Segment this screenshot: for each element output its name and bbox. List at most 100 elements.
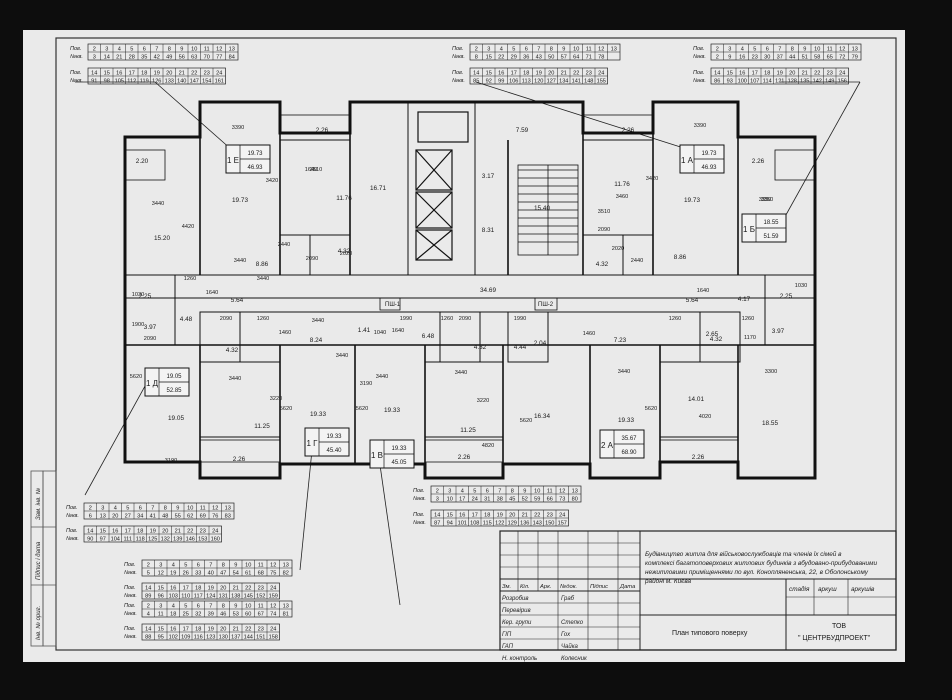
- table-floor-label: Пов.: [124, 626, 135, 632]
- apt-cell: 135: [800, 78, 809, 84]
- apt-cell: 88: [145, 634, 151, 640]
- drawing-frame: [55, 37, 897, 651]
- room-area-label: 1.41: [358, 327, 371, 334]
- room-area-label: 19.05: [168, 415, 184, 422]
- floor-cell: 18: [523, 70, 529, 76]
- floor-cell: 2: [475, 46, 478, 52]
- apt-cell: 98: [104, 78, 110, 84]
- apt-cell: 29: [511, 54, 517, 60]
- dimension-label: 4820: [482, 443, 494, 449]
- apt-cell: 22: [498, 54, 504, 60]
- room-area-label: 11.25: [254, 423, 270, 430]
- floor-cell: 3: [101, 505, 104, 511]
- apartment-living-area: 19.73: [701, 151, 717, 157]
- floor-cell: 19: [208, 626, 214, 632]
- apt-cell: 101: [458, 520, 467, 526]
- apt-cell: 53: [233, 611, 239, 617]
- apt-cell: 78: [598, 54, 604, 60]
- floor-cell: 2: [436, 488, 439, 494]
- apt-cell: 111: [123, 536, 132, 542]
- dimension-label: 2090: [598, 227, 610, 233]
- stamp-name: Степко: [561, 620, 584, 626]
- stamp-col-header: Підпис: [590, 584, 608, 590]
- room-area-label: 11.76: [336, 195, 352, 202]
- room-area-label: 2.25: [780, 293, 793, 300]
- apt-cell: 56: [179, 54, 185, 60]
- floor-cell: 20: [220, 585, 226, 591]
- apt-cell: 8: [475, 54, 478, 60]
- dimension-label: 3220: [270, 396, 282, 402]
- apt-cell: 73: [559, 496, 565, 502]
- apt-cell: 123: [206, 634, 215, 640]
- table-apt-label: №кв.: [70, 78, 83, 84]
- floor-cell: 20: [509, 512, 515, 518]
- dimension-label: 2020: [340, 251, 352, 257]
- room-area-label: 14.01: [688, 396, 704, 403]
- floor-cell: 5: [130, 46, 133, 52]
- floor-cell: 17: [183, 626, 189, 632]
- floor-cell: 9: [562, 46, 565, 52]
- dimension-label: 3300: [765, 369, 777, 375]
- apt-cell: 133: [165, 78, 174, 84]
- apt-cell: 117: [194, 593, 203, 599]
- stamp-stage-header-3: аркушів: [851, 585, 875, 593]
- floor-cell: 17: [125, 528, 131, 534]
- dimension-label: 2090: [306, 256, 318, 262]
- room-area-label: 2.25: [139, 293, 152, 300]
- apt-cell: 61: [245, 570, 251, 576]
- floor-cell: 9: [234, 562, 237, 568]
- table-floor-label: Пов.: [124, 603, 135, 609]
- apt-cell: 92: [486, 78, 492, 84]
- apt-cell: 87: [434, 520, 440, 526]
- floor-cell: 24: [598, 70, 604, 76]
- floor-cell: 22: [534, 512, 540, 518]
- apt-cell: 106: [509, 78, 518, 84]
- floor-cell: 3: [159, 603, 162, 609]
- floor-cell: 13: [229, 46, 235, 52]
- apt-cell: 115: [483, 520, 492, 526]
- floor-cell: 8: [511, 488, 514, 494]
- apt-cell: 134: [559, 78, 568, 84]
- apt-cell: 31: [484, 496, 490, 502]
- apt-cell: 60: [245, 611, 251, 617]
- floor-cell: 11: [204, 46, 210, 52]
- floor-cell: 4: [461, 488, 464, 494]
- floor-cell: 8: [791, 46, 794, 52]
- table-floor-label: Пов.: [693, 70, 704, 76]
- apt-cell: 39: [208, 611, 214, 617]
- floor-cell: 22: [573, 70, 579, 76]
- floor-cell: 21: [522, 512, 528, 518]
- floor-cell: 23: [200, 528, 206, 534]
- room-area-label: 11.76: [614, 181, 630, 188]
- apt-cell: 120: [534, 78, 543, 84]
- floor-cell: 5: [184, 603, 187, 609]
- dimension-label: 3440: [312, 318, 324, 324]
- stamp-col-header: №док.: [560, 584, 577, 590]
- apt-cell: 93: [727, 78, 733, 84]
- dimension-label: 3440: [376, 374, 388, 380]
- apartment-total-area: 51.59: [763, 234, 779, 240]
- apt-cell: 37: [777, 54, 783, 60]
- room-area-label: 2.26: [622, 127, 635, 134]
- stamp-name: Колесник: [561, 656, 588, 662]
- stamp-col-header: Зм.: [502, 584, 511, 590]
- floor-cell: 23: [258, 585, 264, 591]
- room-area-label: 19.73: [232, 197, 248, 204]
- floor-cell: 9: [234, 603, 237, 609]
- dimension-label: 5620: [356, 406, 368, 412]
- apt-cell: 126: [152, 78, 161, 84]
- stamp-role: Перевірив: [502, 608, 531, 614]
- dimension-label: 5620: [280, 406, 292, 412]
- apartment-code: 1 Д: [146, 379, 159, 388]
- apt-cell: 130: [219, 634, 228, 640]
- room-area-label: 16.34: [534, 413, 550, 420]
- room-area-label: 19.33: [618, 417, 634, 424]
- apt-cell: 13: [100, 513, 106, 519]
